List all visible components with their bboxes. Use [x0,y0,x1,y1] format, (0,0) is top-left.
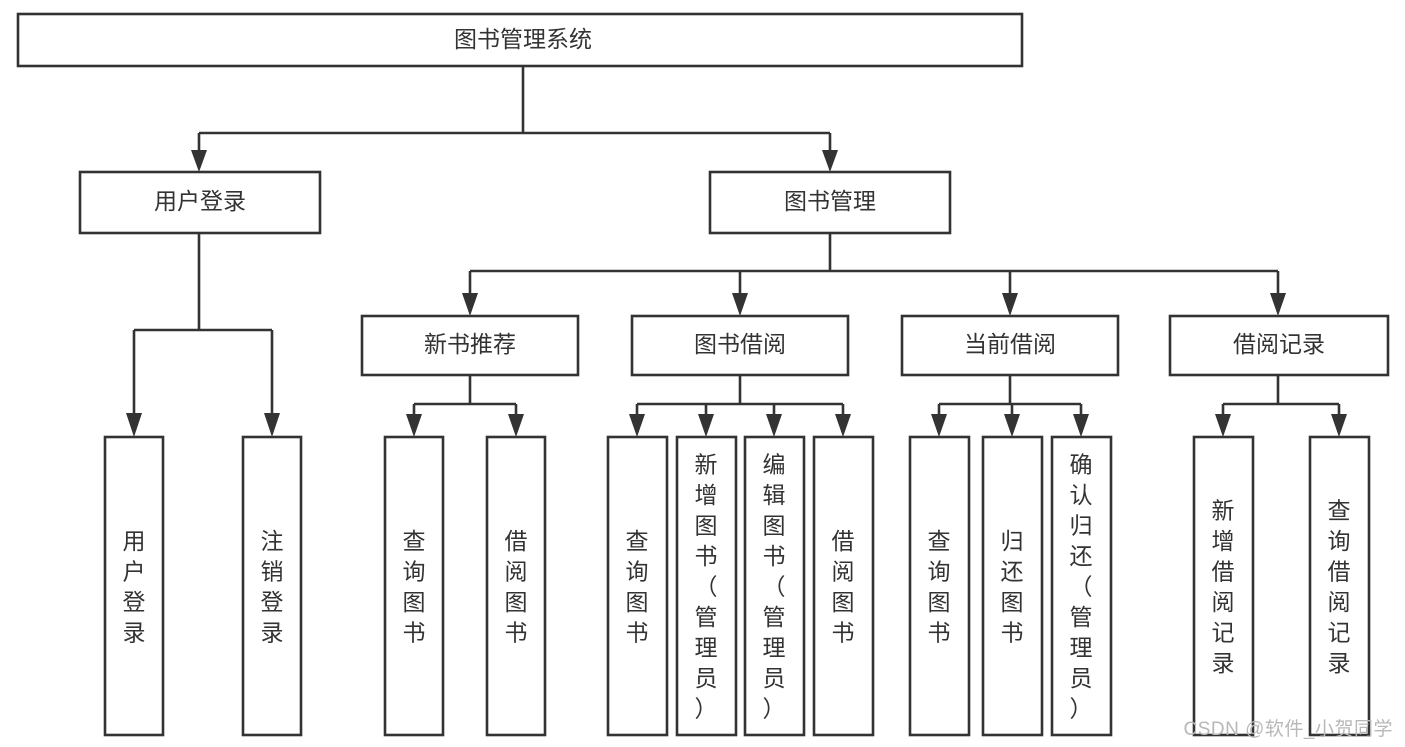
node-user-login-box [78,170,322,235]
arrow-to-borrow-record [1270,293,1286,316]
node-leaf-add-record-label: 新增借阅记录 [1212,497,1235,676]
connector-layer [126,66,1347,437]
node-borrow-record-box [1168,314,1390,377]
node-current-borrow[interactable]: 当前借阅 [900,314,1120,377]
node-leaf-add-record-box[interactable] [1192,435,1255,737]
node-leaf-query-book-cur-box[interactable] [908,435,971,737]
node-leaf-query-record-label: 查询借阅记录 [1328,497,1351,676]
node-root-label: 图书管理系统 [454,26,592,52]
node-book-borrow-box [630,314,850,377]
node-book-manage[interactable]: 图书管理 [708,170,952,235]
node-leaf-user-login-box[interactable] [103,435,165,737]
node-leaf-borrow-book-rec-box[interactable] [485,435,547,737]
arrow-to-leaf-add-book [698,414,714,437]
node-leaf-query-book-cur-label: 查询图书 [928,528,951,646]
arrow-to-book-manage [822,150,838,172]
node-leaf-query-book-rec-label: 查询图书 [403,528,426,646]
node-new-book-recommend-label: 新书推荐 [424,331,516,357]
arrow-to-book-borrow [732,293,748,316]
node-leaf-return-book-box[interactable] [981,435,1044,737]
arrow-to-leaf-borrow-book-rec [508,414,524,437]
leaf-nodes-layer [103,435,1371,737]
arrow-to-leaf-add-record [1215,414,1231,437]
node-leaf-user-login-label: 用户登录 [123,528,146,646]
arrow-to-leaf-logout [264,413,280,437]
node-root-box [16,12,1024,68]
arrow-to-leaf-query-book-cur [931,414,947,437]
arrow-to-leaf-query-book-borrow [629,414,645,437]
node-book-borrow[interactable]: 图书借阅 [630,314,850,377]
arrow-to-leaf-user-login [126,413,142,437]
node-leaf-confirm-return-label: 确认归还（管理员） [1070,452,1093,722]
arrow-to-new-book-recommend [462,293,478,316]
node-leaf-query-book-rec-box[interactable] [383,435,445,737]
arrow-to-leaf-confirm-return [1073,414,1089,437]
node-user-login[interactable]: 用户登录 [78,170,322,235]
node-leaf-query-record-box[interactable] [1308,435,1371,737]
node-leaf-query-book-borrow-box[interactable] [606,435,669,737]
node-leaf-query-book-borrow-label: 查询图书 [626,528,649,646]
node-book-manage-box [708,170,952,235]
leaf-labels-layer: 用户登录 注销登录 查询图书 借阅图书 查询图书 新增图书（管理员） 编辑图书（… [123,452,1351,722]
node-current-borrow-label: 当前借阅 [964,331,1056,357]
arrow-to-user-login [191,150,207,172]
node-leaf-borrow-book-box[interactable] [812,435,875,737]
node-leaf-add-book-box[interactable] [675,435,738,737]
arrow-to-leaf-borrow-book [835,414,851,437]
node-borrow-record-label: 借阅记录 [1233,331,1325,357]
node-leaf-logout-box[interactable] [241,435,303,737]
node-leaf-edit-book-box[interactable] [743,435,806,737]
arrow-to-current-borrow [1002,293,1018,316]
node-borrow-record[interactable]: 借阅记录 [1168,314,1390,377]
node-new-book-recommend-box [360,314,580,377]
arrow-to-leaf-query-record [1331,414,1347,437]
node-leaf-return-book-label: 归还图书 [1001,528,1024,646]
node-root[interactable]: 图书管理系统 [16,12,1024,68]
node-current-borrow-box [900,314,1120,377]
arrow-to-leaf-query-book-rec [406,414,422,437]
node-user-login-label: 用户登录 [154,188,246,214]
node-leaf-confirm-return-box[interactable] [1050,435,1113,737]
node-leaf-add-book-label: 新增图书（管理员） [695,452,718,722]
node-leaf-borrow-book-label: 借阅图书 [832,528,855,646]
node-leaf-logout-label: 注销登录 [261,528,284,646]
node-book-manage-label: 图书管理 [784,188,876,214]
node-new-book-recommend[interactable]: 新书推荐 [360,314,580,377]
node-book-borrow-label: 图书借阅 [694,331,786,357]
arrow-to-leaf-return-book [1004,414,1020,437]
arrow-to-leaf-edit-book [766,414,782,437]
node-leaf-edit-book-label: 编辑图书（管理员） [763,452,786,722]
node-leaf-borrow-book-rec-label: 借阅图书 [505,528,528,646]
